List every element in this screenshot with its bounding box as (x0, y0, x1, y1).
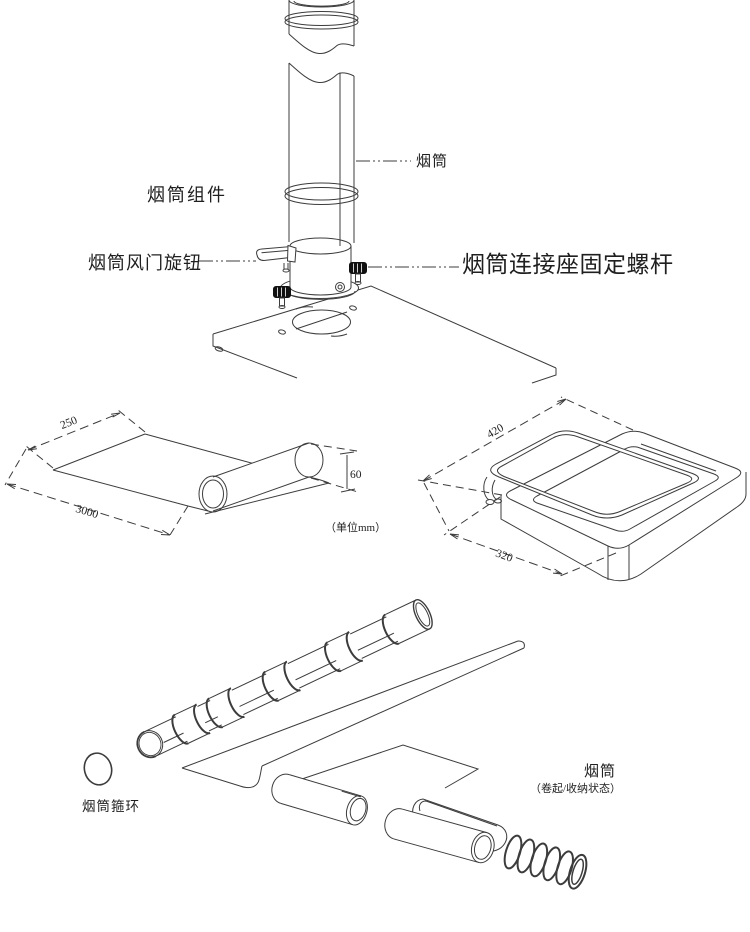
damper-knob (256, 244, 297, 273)
dim-250 (25, 409, 146, 469)
chimney-pipe-upper (284, 0, 359, 55)
sheet-bottom-edge (52, 469, 189, 507)
sheet-top-edge (144, 433, 256, 465)
dim-420 (417, 396, 634, 496)
connector-screw-label: 烟筒连接座固定螺杆 (462, 252, 674, 277)
pipe-band (324, 631, 364, 673)
plate-hole (292, 309, 351, 335)
thumb-screw-right (349, 262, 367, 285)
tray-dimension-drawing (417, 396, 747, 582)
flat-sheet-unrolled (181, 640, 525, 789)
damper-label: 烟筒风门旋钮 (88, 253, 202, 273)
dim-3000-label: 3000 (74, 503, 100, 521)
pipe-band (261, 660, 301, 702)
dim-320-label: 320 (494, 548, 515, 565)
leader-lines (199, 160, 459, 268)
flat-sheet-2 (292, 744, 480, 789)
banded-pipe (136, 598, 433, 759)
dim-320 (423, 482, 617, 577)
pipe-coupler (381, 598, 433, 645)
curved-sheet (412, 798, 508, 852)
rolled-tube-1 (271, 773, 368, 826)
base-plate (212, 285, 557, 384)
dim-60 (310, 443, 359, 493)
diagram-labels: 烟筒组件 烟筒 烟筒风门旋钮 烟筒连接座固定螺杆 250 3000 60 （单位… (59, 153, 674, 814)
chimney-assembly-drawing (199, 0, 557, 384)
rolled-state-subtitle: （卷起/收纳状态） (530, 781, 621, 795)
tray-handle (483, 430, 699, 519)
tray-body (500, 430, 747, 582)
hoop-ring-label: 烟筒箍环 (82, 798, 140, 814)
pipe-label: 烟筒 (416, 153, 448, 170)
rolled-tube-2 (384, 808, 495, 864)
pipe-band (205, 687, 245, 729)
pipe-band (171, 703, 211, 745)
unit-note: （单位mm） (325, 520, 386, 534)
rolled-state-title: 烟筒 (584, 763, 616, 780)
sheet-dimension-drawing (4, 409, 359, 536)
front-bolt (335, 282, 345, 292)
dim-420-label: 420 (485, 422, 506, 441)
dim-250-label: 250 (59, 414, 80, 432)
dim-60-label: 60 (350, 469, 362, 481)
dim-3000 (4, 448, 189, 536)
assembly-label: 烟筒组件 (147, 185, 227, 205)
thumb-screw-left (273, 286, 291, 309)
ring-coil (503, 834, 588, 890)
hoop-ring (83, 752, 113, 786)
sheet-left-edge (52, 433, 146, 471)
rolled-tube (198, 442, 330, 513)
storage-state-drawing (83, 598, 588, 890)
chimney-pipe (284, 62, 359, 246)
